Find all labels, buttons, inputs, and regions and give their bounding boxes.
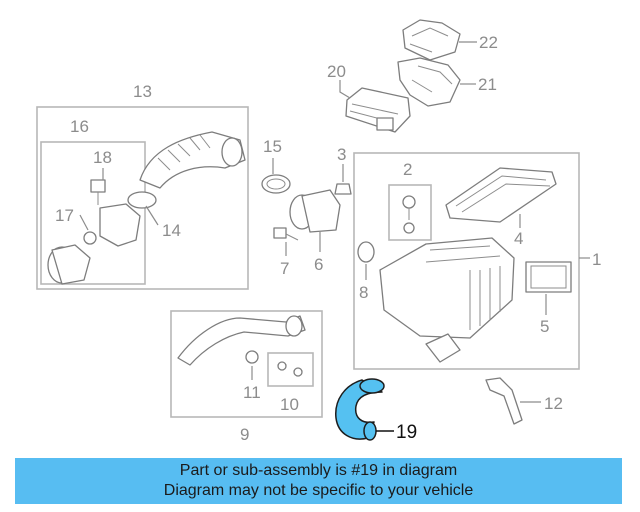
part-10-bolts [277, 361, 303, 377]
part-7-bolt [273, 227, 299, 241]
part-18-sensor [90, 179, 106, 205]
part-9-pipe [177, 315, 306, 366]
part-16-throttle-assembly [47, 203, 141, 285]
part-13-intake-hose [139, 131, 246, 189]
part-8-gasket [357, 241, 375, 263]
callout-20: 20 [327, 62, 346, 81]
callout-10: 10 [280, 395, 299, 414]
callout-12: 12 [544, 394, 563, 413]
callout-3: 3 [337, 145, 346, 164]
group-box-1 [353, 152, 580, 370]
info-banner: Part or sub-assembly is #19 in diagram D… [15, 458, 622, 504]
callout-7: 7 [280, 259, 289, 278]
part-5-filter [525, 261, 572, 293]
banner-line-part-number: Part or sub-assembly is #19 in diagram [179, 462, 458, 479]
leader-20 [339, 80, 351, 99]
part-3-grommet [334, 183, 352, 195]
part-11-grommet [245, 350, 259, 364]
part-20-air-duct [345, 87, 411, 133]
part-14-clamp [127, 191, 157, 209]
callout-9: 9 [240, 425, 249, 444]
part-12-hose [485, 377, 523, 425]
part-4-air-box-lid [445, 167, 557, 223]
part-21-bracket [397, 57, 461, 107]
callout-2: 2 [403, 160, 412, 179]
part-1-air-box [379, 237, 515, 363]
group-box-16 [40, 141, 146, 285]
parts-diagram: 1 2 3 4 5 6 7 8 9 10 11 12 13 14 15 16 1… [36, 19, 601, 444]
part-19-hose-highlighted [335, 378, 385, 441]
callout-18: 18 [93, 148, 112, 167]
group-box-9 [170, 310, 323, 418]
part-15-clamp-ring [261, 174, 291, 194]
callout-1: 1 [592, 250, 601, 269]
callout-16: 16 [70, 117, 89, 136]
group-box-2 [388, 184, 432, 241]
callout-13: 13 [133, 82, 152, 101]
group-box-10 [267, 352, 314, 387]
callout-21: 21 [478, 75, 497, 94]
callout-14: 14 [162, 221, 181, 240]
callout-6: 6 [314, 255, 323, 274]
callout-4: 4 [514, 229, 523, 248]
callout-15: 15 [263, 137, 282, 156]
part-2-bolts [402, 195, 416, 234]
group-box-13 [36, 106, 249, 290]
callout-8: 8 [359, 283, 368, 302]
leader-17 [79, 214, 89, 231]
callout-11: 11 [243, 383, 261, 402]
callout-5: 5 [540, 317, 549, 336]
part-22-cover [402, 19, 461, 61]
callout-22: 22 [479, 33, 498, 52]
leader-14 [145, 205, 159, 226]
banner-line-disclaimer: Diagram may not be specific to your vehi… [163, 482, 474, 499]
callout-17: 17 [55, 206, 74, 225]
part-6-maf-sensor [289, 189, 341, 233]
callout-19: 19 [396, 422, 417, 443]
